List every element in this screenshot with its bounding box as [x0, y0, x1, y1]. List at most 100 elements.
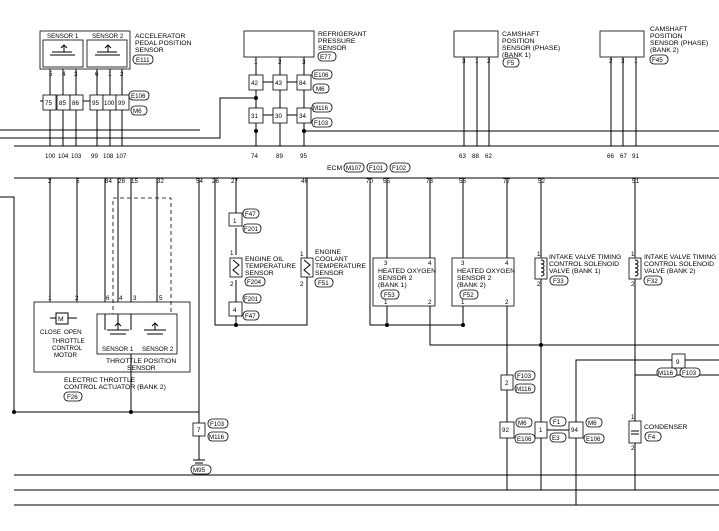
oil-tag-text: F201	[244, 226, 259, 233]
refrig-tag-text: M116	[313, 105, 329, 112]
tps-caption-line: THROTTLE POSITION	[106, 358, 176, 365]
refrig-tag	[312, 83, 330, 94]
relay-box	[500, 374, 514, 391]
motor-wires	[49, 178, 78, 302]
ho2s1-conn-text: F53	[384, 292, 395, 299]
relay-92-tag-text: E106	[517, 436, 532, 443]
condenser-label: CONDENSER	[644, 424, 688, 431]
ecm-bottom-pin: 46	[301, 178, 308, 185]
app-sensor1-label: SENSOR 1	[47, 33, 79, 40]
relay-box	[42, 94, 57, 111]
condenser-pin: 1	[631, 414, 635, 421]
ecm-bottom-pin: 32	[157, 178, 164, 185]
ecm-top-pin: 104	[58, 153, 69, 160]
relay-92-tag	[514, 433, 536, 444]
ivt1-title-line: INTAKE VALVE TIMING	[549, 254, 621, 261]
ho2s2-pin: 1	[461, 299, 465, 306]
ground-conn-text: M95	[193, 467, 206, 474]
ecm-conn3-text: F102	[392, 165, 407, 172]
relay-pin: 75	[45, 100, 52, 107]
ecm-top-pin: 99	[91, 153, 98, 160]
app-m-tag	[130, 105, 148, 116]
refrig-title-line: SENSOR	[318, 45, 347, 52]
relay-e3-tag	[549, 432, 567, 443]
relay-2-tag	[514, 383, 536, 394]
ground-tag-text: F103	[210, 421, 225, 428]
cam1-conn-tag	[502, 57, 520, 68]
tps-sensor2-label: SENSOR 2	[142, 346, 174, 353]
cam1-body	[453, 30, 499, 58]
relay-pin: 99	[118, 100, 125, 107]
etc-pin: 6	[106, 295, 110, 302]
ecm-bottom-pin: 15	[131, 178, 138, 185]
refrig-wires	[255, 57, 305, 146]
ho2s1-pin: 2	[428, 299, 432, 306]
tps-wires	[104, 178, 158, 302]
engine-oil-temperature-sensor: 1 F47 F201 1 2 ENGINE OIL TEMPERATURE SE…	[214, 178, 308, 327]
cam1-title-line: (BANK 1)	[502, 52, 531, 59]
app-pin: 4	[62, 71, 66, 78]
ecm-bottom-pin: 51	[632, 178, 639, 185]
coil-icon	[540, 259, 545, 277]
ground-connection: 7 F103 M116 M95	[190, 178, 229, 475]
cam1-wires	[463, 57, 490, 146]
coolant-title-line: ENGINE	[315, 249, 342, 256]
ecm-conn1-tag	[343, 162, 365, 173]
ecm-conn2-text: F101	[369, 165, 384, 172]
etc-pin: 4	[119, 295, 123, 302]
potentiometer-icon	[95, 44, 120, 56]
oil-conn-text: F204	[247, 279, 262, 286]
ho2s2-title-line: SENSOR 2	[457, 275, 492, 282]
etc-conn-text: F26	[67, 394, 78, 401]
app-conn-tag	[132, 54, 154, 65]
oil-tag-text: F201	[244, 296, 259, 303]
app-title-line: PEDAL POSITION	[135, 40, 191, 47]
relay-94-tag	[583, 433, 605, 444]
relay-9-tag	[656, 367, 678, 378]
app-title-line: SENSOR	[135, 47, 164, 54]
oil-tag	[242, 310, 260, 321]
relay-2-tag	[514, 370, 536, 381]
relay-pin: 95	[92, 100, 99, 107]
cam2-title-line: (BANK 2)	[650, 47, 679, 54]
shield-wire	[0, 97, 256, 139]
oil-title-line: ENGINE OIL	[245, 256, 284, 263]
ecm-conn3-tag	[389, 162, 411, 173]
ground-pin: 7	[197, 427, 201, 434]
accelerator-pedal-position-sensor: SENSOR 1 SENSOR 2 ACCELERATOR PEDAL POSI…	[39, 30, 191, 146]
ivt2-pin: 1	[631, 251, 635, 258]
ground-conn-tag	[190, 464, 212, 475]
relay-9-tag-text: F103	[682, 370, 697, 377]
condenser-conn-tag	[644, 431, 662, 442]
etc-title-line: ELECTRIC THROTTLE	[64, 377, 136, 384]
motor-symbol-text: M	[58, 316, 64, 323]
oil-pin: 2	[230, 281, 234, 288]
motor-caption-line: MOTOR	[54, 352, 77, 359]
etc-pin: 3	[133, 295, 137, 302]
relay-94-tag-text: M6	[588, 420, 597, 427]
app-sensor1-box	[42, 39, 84, 68]
camshaft-sensor-bank2: CAMSHAFT POSITION SENSOR (PHASE) (BANK 2…	[599, 26, 708, 146]
app-e-tag	[128, 90, 150, 101]
camshaft-sensor-bank1: CAMSHAFT POSITION SENSOR (PHASE) (BANK 1…	[453, 30, 560, 146]
cam2-title-line: SENSOR (PHASE)	[650, 40, 708, 47]
thermistor-icon	[232, 259, 240, 276]
ivt1-pin: 2	[537, 281, 541, 288]
relay-9-pin: 9	[676, 359, 680, 366]
cam2-title-line: POSITION	[650, 33, 683, 40]
ho2s1-conn-tag	[380, 289, 400, 300]
ecm-bottom-pin: 28	[118, 178, 125, 185]
ho2s1-pin: 3	[384, 260, 388, 267]
ecm-top-pin: 66	[607, 153, 614, 160]
ivt2-conn-text: F32	[647, 278, 658, 285]
ho2s1-pin: 4	[428, 260, 432, 267]
relay-92-tag-text: M6	[518, 420, 527, 427]
ivt1-title-line: VALVE (BANK 1)	[549, 268, 601, 275]
cam1-conn-text: F5	[507, 60, 515, 67]
etc-pin: 5	[159, 295, 163, 302]
condenser: 1 2 CONDENSER F4	[628, 375, 688, 490]
relay-pin: 84	[299, 80, 306, 87]
relay-2: 2 F103 M116	[500, 370, 536, 394]
app-e-tag-text: E106	[131, 93, 146, 100]
ho2s2-conn-text: F52	[463, 292, 474, 299]
